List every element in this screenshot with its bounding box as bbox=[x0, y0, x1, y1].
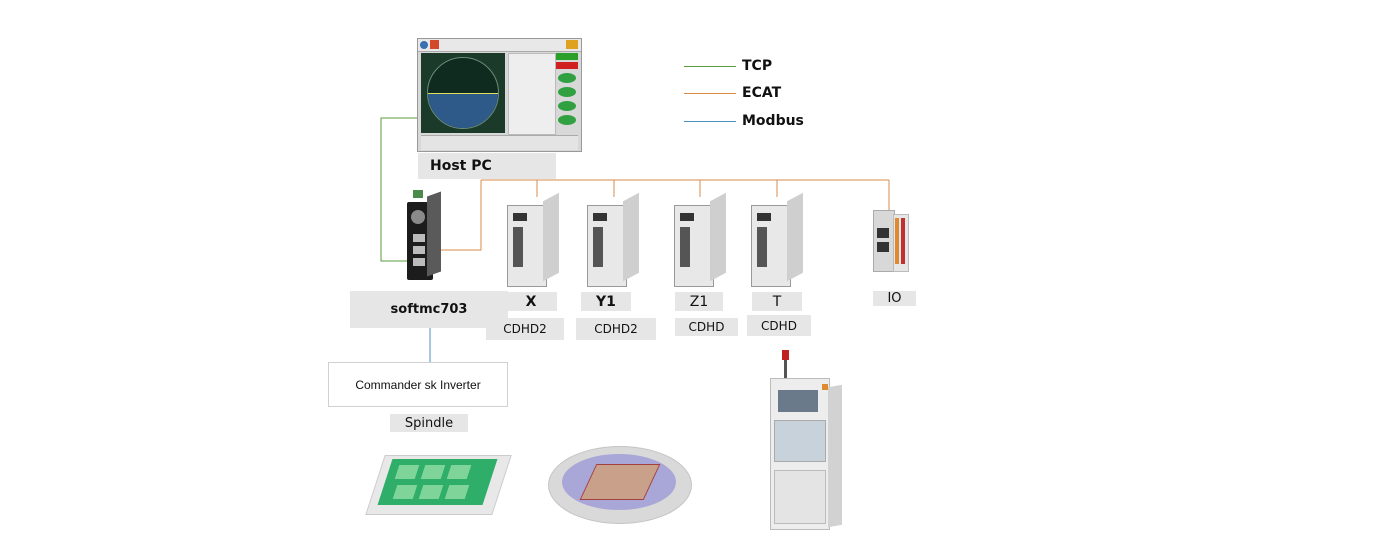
io-label: IO bbox=[873, 291, 916, 306]
softmc-label: softmc703 bbox=[350, 291, 508, 328]
drive-x-model-label: CDHD2 bbox=[486, 318, 564, 340]
legend-label-ecat: ECAT bbox=[742, 85, 782, 101]
drive-z1-model-label: CDHD bbox=[675, 318, 738, 336]
legend-ecat: ECAT bbox=[684, 85, 781, 101]
ecat-link-controller bbox=[428, 180, 482, 251]
wafer-image bbox=[548, 440, 692, 526]
host-pc-screen-image bbox=[417, 38, 582, 152]
drive-t-image bbox=[751, 192, 803, 287]
host-pc-label: Host PC bbox=[418, 153, 556, 179]
drive-y1-image bbox=[587, 192, 639, 287]
drive-x-image bbox=[507, 192, 559, 287]
legend-label-tcp: TCP bbox=[742, 58, 773, 74]
drive-z1-axis-label: Z1 bbox=[675, 292, 723, 311]
drive-z1-image bbox=[674, 192, 726, 287]
spindle-label: Spindle bbox=[390, 414, 468, 432]
inverter-label: Commander sk Inverter bbox=[328, 362, 508, 407]
legend-label-modbus: Modbus bbox=[742, 113, 804, 129]
pcb-board-image bbox=[365, 445, 515, 525]
drive-t-axis-label: T bbox=[752, 292, 802, 311]
legend-swatch-modbus bbox=[684, 120, 736, 122]
drive-y1-model-label: CDHD2 bbox=[576, 318, 656, 340]
softmc-controller-image bbox=[405, 190, 441, 282]
drive-x-axis-label: X bbox=[505, 292, 557, 311]
machine-image bbox=[760, 350, 845, 532]
drive-y1-axis-label: Y1 bbox=[581, 292, 631, 311]
legend-swatch-ecat bbox=[684, 92, 736, 94]
io-module-image bbox=[873, 210, 909, 272]
legend-modbus: Modbus bbox=[684, 113, 804, 129]
drive-t-model-label: CDHD bbox=[747, 315, 811, 336]
legend-tcp: TCP bbox=[684, 58, 772, 74]
tcp-link bbox=[380, 117, 420, 262]
legend-swatch-tcp bbox=[684, 65, 736, 67]
